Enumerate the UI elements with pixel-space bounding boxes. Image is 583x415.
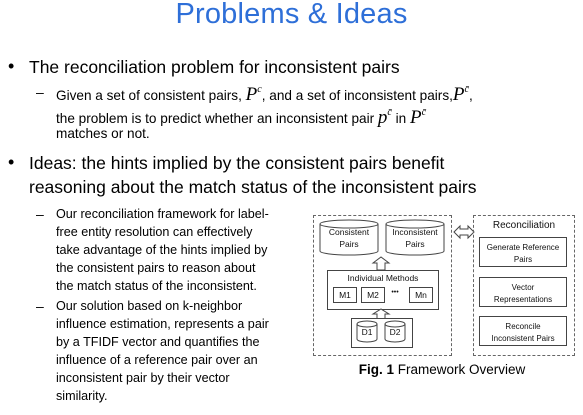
sub2-line3: take advantage of the hints implied by bbox=[56, 243, 268, 257]
methods-ellipsis: ••• bbox=[391, 289, 399, 296]
sub1-line2: the problem is to predict whether an inc… bbox=[56, 107, 427, 128]
method-m1-box: M1 bbox=[333, 287, 357, 303]
bullet-ideas-line1: Ideas: the hints implied by the consiste… bbox=[29, 153, 445, 173]
bullet-dot-2: • bbox=[8, 152, 15, 172]
sub-bullet-dash: – bbox=[36, 84, 44, 100]
sub3-line5: inconsistent pair by their vector bbox=[56, 371, 230, 385]
sub3-line3: by a TFIDF vector and quantifies the bbox=[56, 335, 260, 349]
sub3-line2: influence estimation, represents a pair bbox=[56, 317, 269, 331]
bullet-dot: • bbox=[8, 56, 15, 76]
d1-cylinder bbox=[356, 320, 378, 343]
page-title: Problems & Ideas bbox=[175, 0, 408, 30]
set-p-inconsistent-2: Pc̄ bbox=[410, 107, 427, 128]
sub1-line1: Given a set of consistent pairs, Pc, and… bbox=[56, 84, 473, 105]
method-mn-box: Mn bbox=[409, 287, 433, 303]
individual-methods-title: Individual Methods bbox=[347, 273, 419, 283]
sub2-line2: free entity resolution can effectively bbox=[56, 225, 253, 239]
arrow-up-icon bbox=[371, 256, 391, 270]
bullet-ideas-line2: reasoning about the match status of the … bbox=[29, 177, 477, 197]
sub3-line4: influence of a reference pair over an bbox=[56, 353, 258, 367]
set-p-inconsistent: Pc̄ bbox=[452, 84, 469, 105]
sub2-line5: the match status of the inconsistent. bbox=[56, 279, 257, 293]
sub-bullet-dash-3: – bbox=[36, 298, 44, 314]
pair-p-inconsistent: pc̄ bbox=[377, 107, 392, 128]
sub1-line3: matches or not. bbox=[56, 126, 150, 141]
reconciliation-title: Reconciliation bbox=[492, 220, 556, 231]
sub3-line1: Our solution based on k-neighbor bbox=[56, 299, 243, 313]
double-arrow-icon bbox=[453, 224, 475, 240]
d2-label: D2 bbox=[389, 327, 401, 337]
method-m2-box: M2 bbox=[361, 287, 385, 303]
d1-label: D1 bbox=[361, 327, 373, 337]
consistent-pairs-cylinder bbox=[319, 219, 379, 256]
bullet-reconciliation-problem: The reconciliation problem for inconsist… bbox=[29, 57, 400, 77]
sub3-line6: similarity. bbox=[56, 389, 108, 403]
d2-cylinder bbox=[384, 320, 406, 343]
inconsistent-pairs-cylinder bbox=[385, 219, 445, 256]
sub2-line1: Our reconciliation framework for label- bbox=[56, 207, 269, 221]
sub-bullet-dash-2: – bbox=[36, 206, 44, 222]
figure-caption: Fig. 1 Framework Overview bbox=[358, 362, 526, 377]
reconciliation-frame bbox=[473, 215, 575, 356]
left-pipeline-frame bbox=[313, 215, 452, 356]
sub2-line4: the consistent pairs to reason about bbox=[56, 261, 256, 275]
set-p-consistent: Pc bbox=[245, 84, 262, 105]
